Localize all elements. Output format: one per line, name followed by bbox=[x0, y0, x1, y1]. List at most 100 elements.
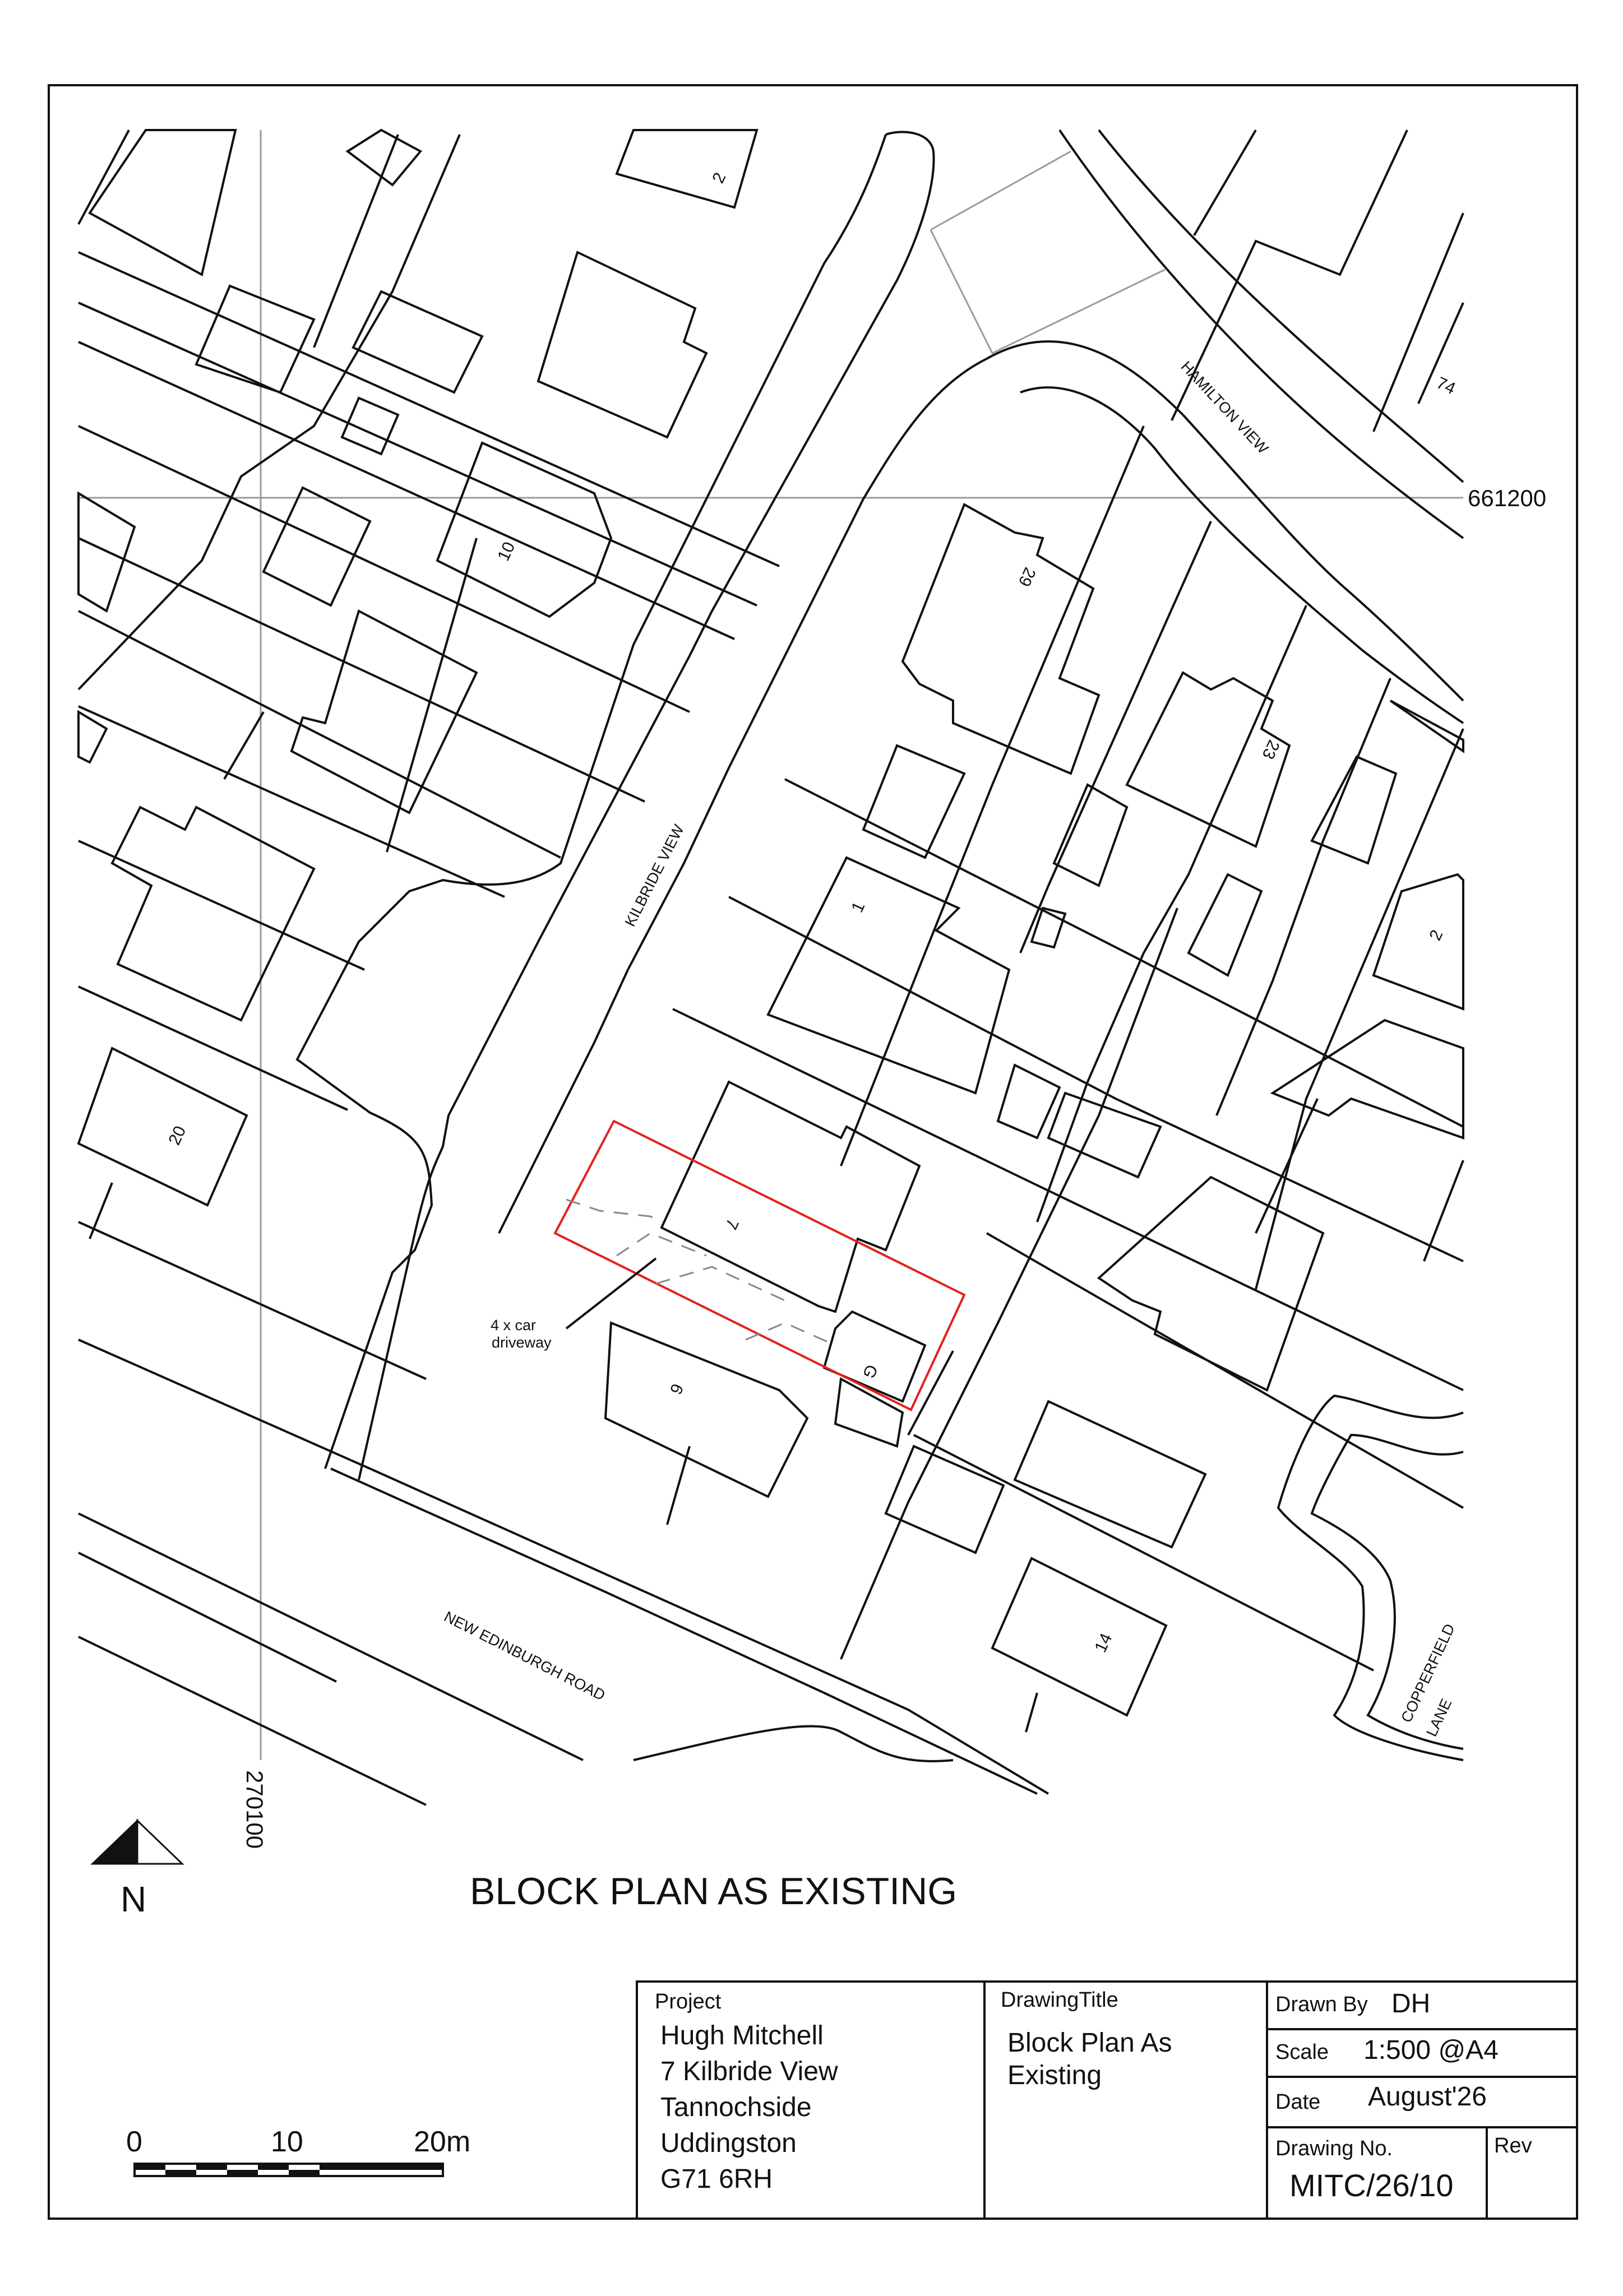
house-e-2 bbox=[1097, 1175, 1325, 1392]
shed-23 bbox=[1310, 755, 1398, 865]
plot-line-aa bbox=[1255, 728, 1464, 1290]
house-number-23: 23 bbox=[1259, 737, 1283, 762]
garage-23 bbox=[1052, 783, 1129, 887]
house-number-29: 29 bbox=[1015, 564, 1039, 589]
road-name-new-edinburgh: NEW EDINBURGH ROAD bbox=[441, 1608, 608, 1704]
new-edinburgh-south-edge bbox=[78, 1512, 584, 1761]
plot-line-j bbox=[78, 1221, 427, 1380]
house-29 bbox=[901, 503, 1101, 775]
shed-g-south bbox=[834, 1377, 904, 1448]
bin-line-1 bbox=[930, 150, 1071, 231]
kilbride-loop-outer bbox=[986, 340, 1464, 702]
plot-line-l bbox=[77, 129, 130, 225]
shed-nw bbox=[345, 128, 423, 187]
house-9 bbox=[604, 1321, 809, 1498]
house-14 bbox=[991, 1557, 1168, 1717]
plot-line-o bbox=[223, 711, 265, 780]
edge-e bbox=[1389, 700, 1464, 753]
plot-line-f bbox=[78, 610, 561, 859]
plot-line-aj bbox=[1171, 129, 1408, 421]
house-label-g: G bbox=[859, 1362, 881, 1381]
drawing-title-label: DrawingTitle bbox=[1001, 1988, 1118, 2012]
plot-line-z bbox=[840, 908, 1178, 1660]
house-w-1 bbox=[77, 491, 136, 613]
plot-line-m bbox=[313, 134, 399, 348]
house-nw-4 bbox=[262, 486, 372, 607]
road-curb bbox=[78, 1552, 337, 1683]
garage-nw bbox=[352, 290, 484, 394]
house-number-14: 14 bbox=[1091, 1631, 1116, 1655]
grid-label-northing: 661200 bbox=[1468, 485, 1546, 511]
plot-line-d bbox=[78, 425, 690, 713]
driveway-note-line1: 4 x car bbox=[491, 1317, 536, 1334]
plot-line-p bbox=[89, 1182, 113, 1239]
plot-line-n bbox=[386, 538, 478, 853]
project-line-2: 7 Kilbride View bbox=[660, 2057, 838, 2086]
site-boundary bbox=[553, 1119, 966, 1411]
drawing-no-value: MITC/26/10 bbox=[1289, 2168, 1454, 2203]
plot-line-q bbox=[784, 778, 1464, 1128]
north-arrow-label: N bbox=[121, 1879, 146, 1919]
plot-line-i bbox=[78, 985, 348, 1111]
hamilton-view-west-edge bbox=[1058, 129, 1464, 539]
kilbride-view-east-edge bbox=[358, 131, 935, 1480]
plot-line-h bbox=[78, 840, 365, 971]
house-number-7: 7 bbox=[722, 1216, 742, 1232]
project-line-4: Uddingston bbox=[660, 2128, 797, 2158]
plot-line-s bbox=[672, 1008, 1464, 1391]
house-7 bbox=[660, 1080, 921, 1313]
drawing-no-label: Drawing No. bbox=[1275, 2137, 1393, 2160]
house-23 bbox=[1125, 671, 1291, 848]
shed-1-b bbox=[996, 1063, 1061, 1140]
scale-bar-10: 10 bbox=[271, 2126, 303, 2158]
copperfield-east-edge bbox=[1310, 1433, 1464, 1750]
kilbride-view-west-edge bbox=[295, 134, 887, 1469]
plot-line-ae bbox=[666, 1446, 691, 1525]
house-e-3 bbox=[1013, 1400, 1207, 1549]
plot-line-c bbox=[78, 341, 735, 640]
road-name-lane: LANE bbox=[1423, 1696, 1455, 1739]
title-block: Project Hugh Mitchell 7 Kilbride View Ta… bbox=[636, 1980, 1578, 2220]
drawing-title: BLOCK PLAN AS EXISTING bbox=[470, 1870, 957, 1913]
house-nw-2 bbox=[195, 284, 316, 394]
plot-line-a bbox=[78, 251, 780, 567]
road-inner-1 bbox=[330, 1468, 1038, 1795]
kilbride-loop-inner bbox=[498, 358, 987, 1234]
house-10 bbox=[436, 441, 613, 618]
house-number-10: 10 bbox=[494, 539, 519, 564]
house-nw-1 bbox=[88, 129, 237, 277]
garage-e-3 bbox=[884, 1445, 1005, 1554]
scale-label: Scale bbox=[1275, 2040, 1329, 2064]
plot-line-ai bbox=[1417, 302, 1464, 404]
drawing-title-line-1: Block Plan As bbox=[1007, 2028, 1172, 2058]
project-line-5: G71 6RH bbox=[660, 2164, 773, 2194]
house-number-20: 20 bbox=[165, 1123, 189, 1148]
garage-7 bbox=[822, 1310, 927, 1403]
plot-line-ah bbox=[1372, 212, 1464, 432]
house-number-9: 9 bbox=[667, 1381, 687, 1397]
driveway-hatch bbox=[566, 1198, 836, 1346]
plot-line-t bbox=[986, 1232, 1464, 1509]
house-20 bbox=[77, 1047, 248, 1207]
plot-line-r bbox=[728, 896, 1464, 1262]
house-e-1 bbox=[1270, 1019, 1464, 1140]
house-2-north bbox=[615, 129, 759, 209]
garage-29 bbox=[862, 744, 966, 859]
drawing-title-line-2: Existing bbox=[1007, 2061, 1102, 2090]
house-2-east bbox=[1372, 873, 1464, 1011]
driveway-note-line2: driveway bbox=[492, 1334, 552, 1351]
rev-label: Rev bbox=[1494, 2134, 1532, 2158]
house-number-2: 2 bbox=[709, 170, 729, 186]
scale-bar: 0 10 20m bbox=[126, 2126, 470, 2177]
date-value: August'26 bbox=[1368, 2082, 1487, 2112]
plot-line-x bbox=[1036, 605, 1307, 1223]
plot-line-v bbox=[840, 425, 1145, 1166]
driveway-leader bbox=[565, 1257, 657, 1330]
shed-23-b bbox=[1187, 873, 1263, 977]
project-line-3: Tannochside bbox=[660, 2093, 812, 2122]
road-name-hamilton-view: HAMILTON VIEW bbox=[1178, 358, 1272, 457]
plot-line-ad bbox=[907, 1350, 954, 1436]
plot-line-u bbox=[913, 1434, 1374, 1672]
plot-line-e bbox=[78, 537, 645, 803]
